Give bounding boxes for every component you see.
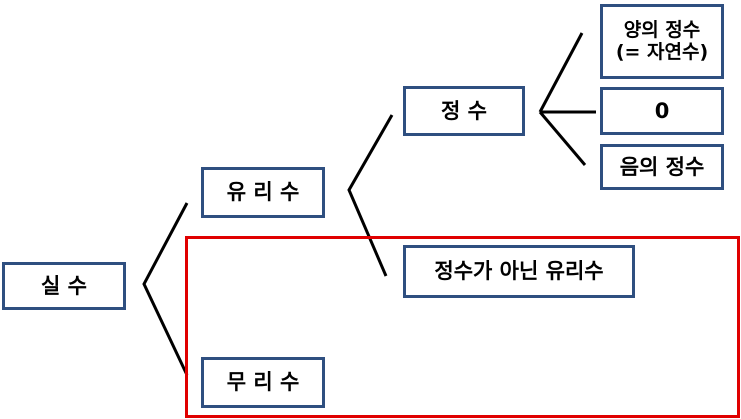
negative-integer-label: 음의 정수 [619,154,705,179]
irrational-number-label: 무 리 수 [226,370,300,395]
integer-label: 정 수 [441,98,487,123]
natural-number-label: (= 자연수) [615,40,709,63]
connector-rational-number-branches [347,114,394,277]
connector-real-number-branches [142,202,189,376]
irrational-highlight-frame [185,236,740,418]
zero-label: 0 [654,98,670,123]
positive-integer-label: 양의 정수 [623,18,701,41]
integer-box: 정 수 [403,86,525,136]
negative-integer-box: 음의 정수 [600,144,724,190]
zero-box: 0 [600,87,724,135]
irrational-number-box: 무 리 수 [201,357,325,408]
non-integer-rational-label: 정수가 아닌 유리수 [434,259,604,284]
rational-number-label: 유 리 수 [226,180,300,205]
non-integer-rational-box: 정수가 아닌 유리수 [403,245,635,298]
connector-integer-upper-branch [538,32,584,113]
positive-integer-box: 양의 정수 (= 자연수) [600,4,724,79]
rational-number-box: 유 리 수 [201,167,325,218]
real-number-box: 실 수 [2,262,126,310]
real-number-label: 실 수 [41,273,87,298]
connector-integer-lower-branch [538,111,587,166]
